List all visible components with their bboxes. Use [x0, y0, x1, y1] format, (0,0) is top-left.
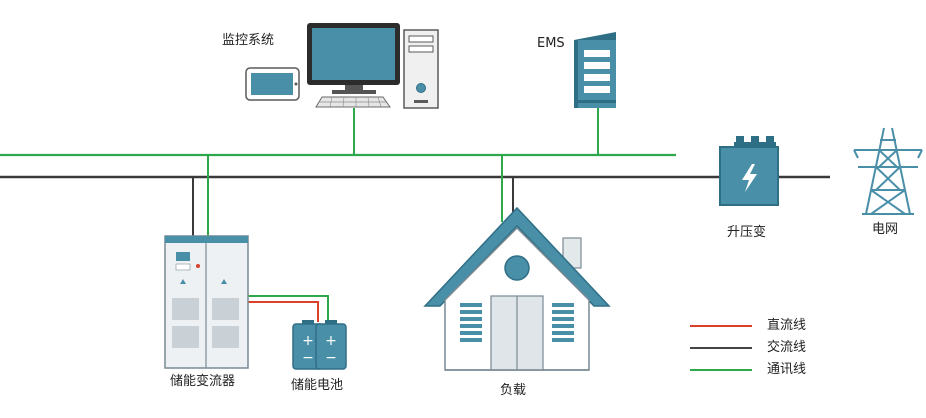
legend-ac-label: 交流线 — [767, 340, 807, 355]
pcs-battery-dc-line — [247, 301, 319, 322]
ems-server-icon — [574, 32, 616, 108]
monitor-system — [245, 23, 439, 109]
load-label: 负载 — [500, 383, 527, 398]
pc-tower-icon — [403, 29, 439, 109]
transformer-icon — [719, 136, 779, 206]
monitor-label: 监控系统 — [222, 33, 275, 48]
battery-icon: + + − − — [292, 320, 347, 370]
ems-label: EMS — [537, 36, 565, 51]
svg-text:+: + — [302, 333, 314, 349]
svg-text:+: + — [325, 333, 337, 349]
desktop-monitor-icon — [307, 23, 400, 94]
power-tower-icon — [853, 127, 923, 215]
svg-text:−: − — [325, 350, 337, 366]
svg-text:−: − — [302, 350, 314, 366]
tablet-icon — [245, 67, 300, 101]
house-icon — [423, 206, 611, 371]
transformer-label: 升压变 — [727, 225, 767, 240]
grid-label: 电网 — [872, 222, 899, 237]
pcs-cabinet-icon — [164, 235, 249, 369]
keyboard-icon — [315, 96, 391, 108]
battery-label: 储能电池 — [291, 378, 344, 393]
pcs-battery-comm-line — [247, 295, 329, 322]
pcs-label: 储能变流器 — [170, 374, 236, 389]
legend-comm-label: 通讯线 — [767, 362, 807, 377]
lightning-icon — [742, 164, 757, 192]
legend-dc-label: 直流线 — [767, 318, 807, 333]
